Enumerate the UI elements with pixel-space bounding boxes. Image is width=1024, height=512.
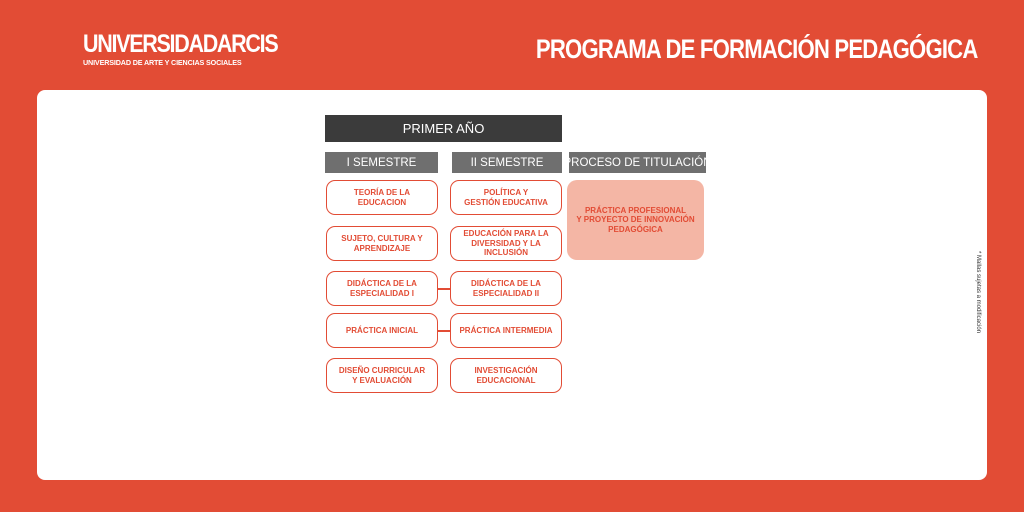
course-sem1-2: SUJETO, CULTURA Y APRENDIZAJE (326, 226, 438, 261)
course-sem2-3: DIDÁCTICA DE LA ESPECIALIDAD II (450, 271, 562, 306)
year-header: PRIMER AÑO (325, 115, 562, 142)
course-connector (438, 288, 450, 290)
course-sem1-3: DIDÁCTICA DE LA ESPECIALIDAD I (326, 271, 438, 306)
course-sem2-1: POLÍTICA Y GESTIÓN EDUCATIVA (450, 180, 562, 215)
titulacion-header: PROCESO DE TITULACIÓN (563, 152, 712, 173)
course-sem2-4: PRÁCTICA INTERMEDIA (450, 313, 562, 348)
course-connector (438, 330, 450, 332)
logo-name: UNIVERSIDADARCIS (83, 30, 279, 58)
course-sem1-5: DISEÑO CURRICULAR Y EVALUACIÓN (326, 358, 438, 393)
course-sem1-4: PRÁCTICA INICIAL (326, 313, 438, 348)
titulacion-block: PRÁCTICA PROFESIONAL Y PROYECTO DE INNOV… (567, 180, 704, 260)
page-title: PROGRAMA DE FORMACIÓN PEDAGÓGICA (536, 34, 978, 64)
university-logo: UNIVERSIDADARCIS UNIVERSIDAD DE ARTE Y C… (83, 30, 309, 68)
course-sem2-2: EDUCACIÓN PARA LA DIVERSIDAD Y LA INCLUS… (450, 226, 562, 261)
semester-2-header: II SEMESTRE (452, 152, 562, 173)
semester-1-header: I SEMESTRE (325, 152, 438, 173)
course-sem2-5: INVESTIGACIÓN EDUCACIONAL (450, 358, 562, 393)
course-sem1-1: TEORÍA DE LA EDUCACION (326, 180, 438, 215)
logo-subtitle: UNIVERSIDAD DE ARTE Y CIENCIAS SOCIALES (83, 58, 242, 67)
footnote: * Mallas sujetas a modificación (975, 250, 981, 334)
